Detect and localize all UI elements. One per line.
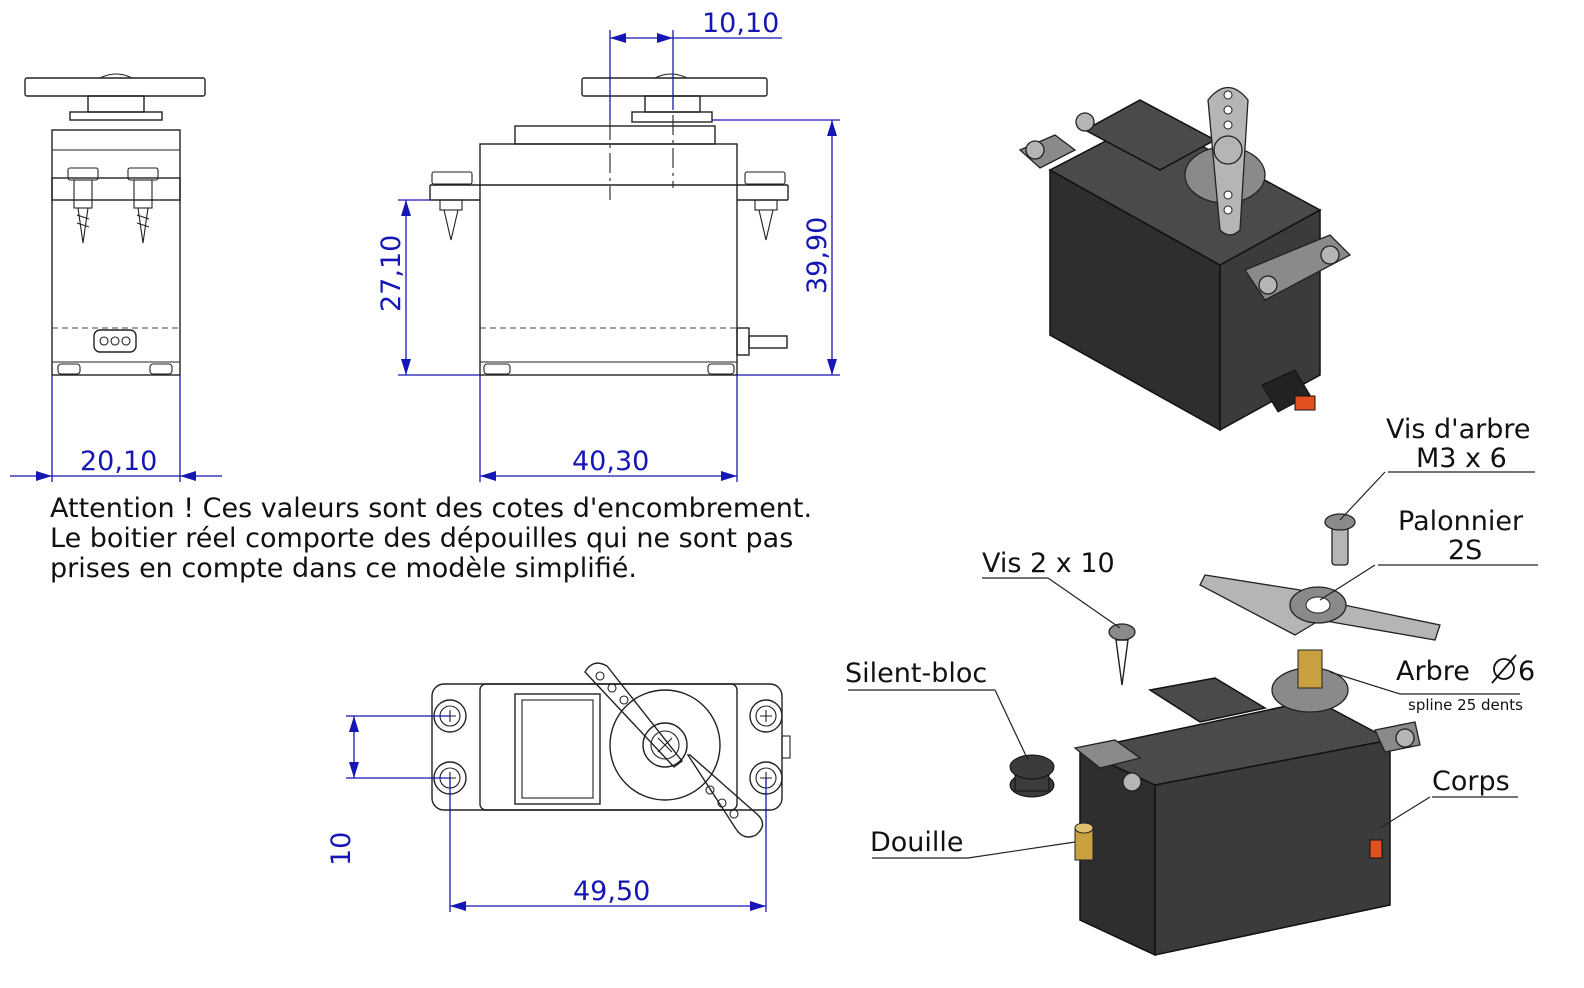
callout-labels: Vis d'arbre M3 x 6 Palonnier 2S Vis 2 x …: [845, 414, 1535, 858]
dim-mount-height: 27,10: [376, 199, 480, 376]
label-silent-bloc: Silent-bloc: [845, 658, 987, 689]
label-shaft-diameter: 6: [1518, 656, 1535, 687]
dim-side-width-value: 20,10: [80, 446, 157, 477]
dim-shaft-offset-value: 10,10: [702, 8, 779, 39]
note-line-2: Le boitier réel comporte des dépouilles …: [50, 523, 794, 554]
label-bushing: Douille: [870, 827, 964, 858]
top-mount-holes: [433, 699, 783, 795]
side-screw-right: [127, 167, 159, 244]
label-shaft-screw-2: M3 x 6: [1416, 443, 1507, 474]
leader-lines: [848, 471, 1538, 859]
dim-hole-spacing-h-value: 49,50: [573, 876, 650, 907]
top-horn: [584, 662, 764, 838]
dim-hole-spacing-h: 49,50: [449, 778, 767, 912]
label-shaft-screw-1: Vis d'arbre: [1386, 414, 1531, 445]
label-horn-2: 2S: [1448, 535, 1482, 566]
dim-front-width: 40,30: [479, 375, 738, 482]
warning-note: Attention ! Ces valeurs sont des cotes d…: [50, 494, 812, 584]
side-view: [24, 73, 206, 376]
dim-hole-spacing-v: 10: [326, 715, 450, 866]
side-screw-left: [67, 167, 99, 244]
dim-total-height: 39,90: [712, 119, 840, 376]
dim-hole-spacing-v-value: 10: [326, 832, 357, 866]
front-screw-right: [744, 171, 786, 241]
dim-total-height-value: 39,90: [802, 217, 833, 294]
top-view: [431, 662, 791, 838]
note-line-1: Attention ! Ces valeurs sont des cotes d…: [50, 493, 813, 524]
connector-outline: [93, 329, 137, 353]
iso-servo-assembled: [1018, 86, 1352, 432]
label-screw: Vis 2 x 10: [982, 548, 1115, 579]
front-screw-left: [431, 171, 473, 241]
dim-front-width-value: 40,30: [572, 446, 649, 477]
note-line-3: prises en compte dans ce modèle simplifi…: [50, 553, 637, 584]
diameter-icon: [1491, 654, 1517, 684]
front-view: [429, 73, 789, 376]
iso-servo-exploded: [1009, 513, 1441, 957]
label-horn-1: Palonnier: [1398, 506, 1524, 537]
dim-side-width: 20,10: [10, 375, 222, 482]
label-spline: spline 25 dents: [1408, 696, 1523, 714]
dim-mount-height-value: 27,10: [376, 235, 407, 312]
dim-shaft-offset: 10,10: [609, 8, 782, 120]
label-body: Corps: [1432, 766, 1510, 797]
label-shaft: Arbre: [1396, 656, 1470, 687]
